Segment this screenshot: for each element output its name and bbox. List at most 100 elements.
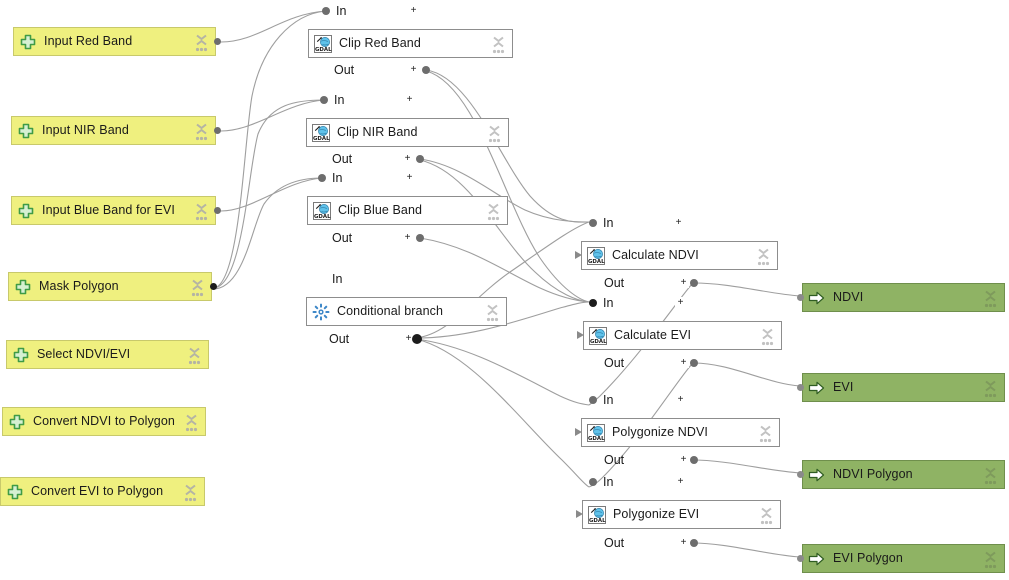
node-corner-controls[interactable] xyxy=(486,121,502,146)
node-input-red-band[interactable]: Input Red Band xyxy=(13,27,221,56)
out-port-dot[interactable] xyxy=(412,334,422,344)
node-corner-controls[interactable] xyxy=(193,119,209,144)
three-dots-icon[interactable] xyxy=(195,216,208,221)
three-dots-icon[interactable] xyxy=(492,49,505,54)
node-algorithm-conditional-branch[interactable]: Conditional branch xyxy=(306,297,507,326)
collapse-icon[interactable] xyxy=(185,414,198,426)
expand-in-button[interactable]: + xyxy=(408,5,419,16)
in-port-dot[interactable] xyxy=(320,96,328,104)
node-algorithm-calculate-ndvi[interactable]: GDAL Calculate NDVI xyxy=(575,241,778,270)
node-corner-controls[interactable] xyxy=(755,244,771,269)
expand-out-button[interactable]: + xyxy=(678,357,689,368)
expand-out-button[interactable]: + xyxy=(402,232,413,243)
in-port-dot[interactable] xyxy=(589,299,597,307)
collapse-icon[interactable] xyxy=(757,248,770,260)
node-input-nir-band[interactable]: Input NIR Band xyxy=(11,116,221,145)
expand-out-button[interactable]: + xyxy=(403,333,414,344)
three-dots-icon[interactable] xyxy=(984,303,997,308)
out-port-dot[interactable] xyxy=(416,234,424,242)
three-dots-icon[interactable] xyxy=(486,317,499,322)
node-input-mask-polygon[interactable]: Mask Polygon xyxy=(8,272,217,301)
collapse-icon[interactable] xyxy=(195,123,208,135)
node-corner-controls[interactable] xyxy=(484,300,500,325)
node-corner-controls[interactable] xyxy=(757,421,773,446)
expand-out-button[interactable]: + xyxy=(678,454,689,465)
input-port[interactable] xyxy=(797,555,804,562)
in-port-dot[interactable] xyxy=(589,396,597,404)
three-dots-icon[interactable] xyxy=(488,138,501,143)
collapse-icon[interactable] xyxy=(984,380,997,392)
node-corner-controls[interactable] xyxy=(485,199,501,224)
three-dots-icon[interactable] xyxy=(195,47,208,52)
output-port[interactable] xyxy=(214,127,221,134)
in-port-dot[interactable] xyxy=(589,478,597,486)
three-dots-icon[interactable] xyxy=(760,520,773,525)
node-corner-controls[interactable] xyxy=(982,376,998,401)
expand-in-button[interactable]: + xyxy=(673,217,684,228)
three-dots-icon[interactable] xyxy=(761,341,774,346)
out-port-dot[interactable] xyxy=(690,279,698,287)
node-algorithm-polygonize-evi[interactable]: GDAL Polygonize EVI xyxy=(576,500,781,529)
collapse-icon[interactable] xyxy=(984,551,997,563)
node-input-convert-ndvi-to-polygon[interactable]: Convert NDVI to Polygon xyxy=(2,407,206,436)
node-algorithm-clip-nir-band[interactable]: GDAL Clip NIR Band xyxy=(306,118,509,147)
collapse-icon[interactable] xyxy=(760,507,773,519)
out-port-dot[interactable] xyxy=(690,456,698,464)
node-corner-controls[interactable] xyxy=(183,410,199,435)
node-algorithm-polygonize-ndvi[interactable]: GDAL Polygonize NDVI xyxy=(575,418,780,447)
collapse-icon[interactable] xyxy=(984,290,997,302)
node-algorithm-clip-red-band[interactable]: GDAL Clip Red Band xyxy=(308,29,513,58)
input-port[interactable] xyxy=(797,384,804,391)
collapse-icon[interactable] xyxy=(191,279,204,291)
input-port[interactable] xyxy=(797,471,804,478)
expand-in-button[interactable]: + xyxy=(404,172,415,183)
expand-out-button[interactable]: + xyxy=(678,537,689,548)
in-port-dot[interactable] xyxy=(322,7,330,15)
node-input-convert-evi-to-polygon[interactable]: Convert EVI to Polygon xyxy=(0,477,205,506)
out-port-dot[interactable] xyxy=(422,66,430,74)
three-dots-icon[interactable] xyxy=(487,216,500,221)
collapse-icon[interactable] xyxy=(761,328,774,340)
collapse-icon[interactable] xyxy=(488,125,501,137)
node-output-ndvi-polygon[interactable]: NDVI Polygon xyxy=(797,460,1005,489)
node-corner-controls[interactable] xyxy=(982,286,998,311)
node-corner-controls[interactable] xyxy=(982,547,998,572)
collapse-icon[interactable] xyxy=(188,347,201,359)
collapse-icon[interactable] xyxy=(487,203,500,215)
three-dots-icon[interactable] xyxy=(757,261,770,266)
collapse-icon[interactable] xyxy=(759,425,772,437)
node-corner-controls[interactable] xyxy=(182,480,198,505)
three-dots-icon[interactable] xyxy=(191,292,204,297)
node-input-blue-band-evi[interactable]: Input Blue Band for EVI xyxy=(11,196,221,225)
out-port-dot[interactable] xyxy=(690,539,698,547)
node-algorithm-clip-blue-band[interactable]: GDAL Clip Blue Band xyxy=(307,196,508,225)
out-port-dot[interactable] xyxy=(416,155,424,163)
node-corner-controls[interactable] xyxy=(186,343,202,368)
expand-out-button[interactable]: + xyxy=(402,153,413,164)
three-dots-icon[interactable] xyxy=(759,438,772,443)
output-port[interactable] xyxy=(214,207,221,214)
collapse-icon[interactable] xyxy=(184,484,197,496)
collapse-icon[interactable] xyxy=(486,304,499,316)
collapse-icon[interactable] xyxy=(195,203,208,215)
node-corner-controls[interactable] xyxy=(982,463,998,488)
node-corner-controls[interactable] xyxy=(189,275,205,300)
three-dots-icon[interactable] xyxy=(184,497,197,502)
node-corner-controls[interactable] xyxy=(490,32,506,57)
input-port[interactable] xyxy=(797,294,804,301)
expand-in-button[interactable]: + xyxy=(675,297,686,308)
node-input-select-ndvi-evi[interactable]: Select NDVI/EVI xyxy=(6,340,209,369)
node-algorithm-calculate-evi[interactable]: GDAL Calculate EVI xyxy=(577,321,782,350)
collapse-icon[interactable] xyxy=(492,36,505,48)
expand-out-button[interactable]: + xyxy=(678,277,689,288)
expand-out-button[interactable]: + xyxy=(408,64,419,75)
expand-in-button[interactable]: + xyxy=(675,476,686,487)
three-dots-icon[interactable] xyxy=(984,564,997,569)
three-dots-icon[interactable] xyxy=(185,427,198,432)
expand-in-button[interactable]: + xyxy=(675,394,686,405)
node-corner-controls[interactable] xyxy=(758,503,774,528)
three-dots-icon[interactable] xyxy=(195,136,208,141)
collapse-icon[interactable] xyxy=(984,467,997,479)
expand-in-button[interactable]: + xyxy=(404,94,415,105)
